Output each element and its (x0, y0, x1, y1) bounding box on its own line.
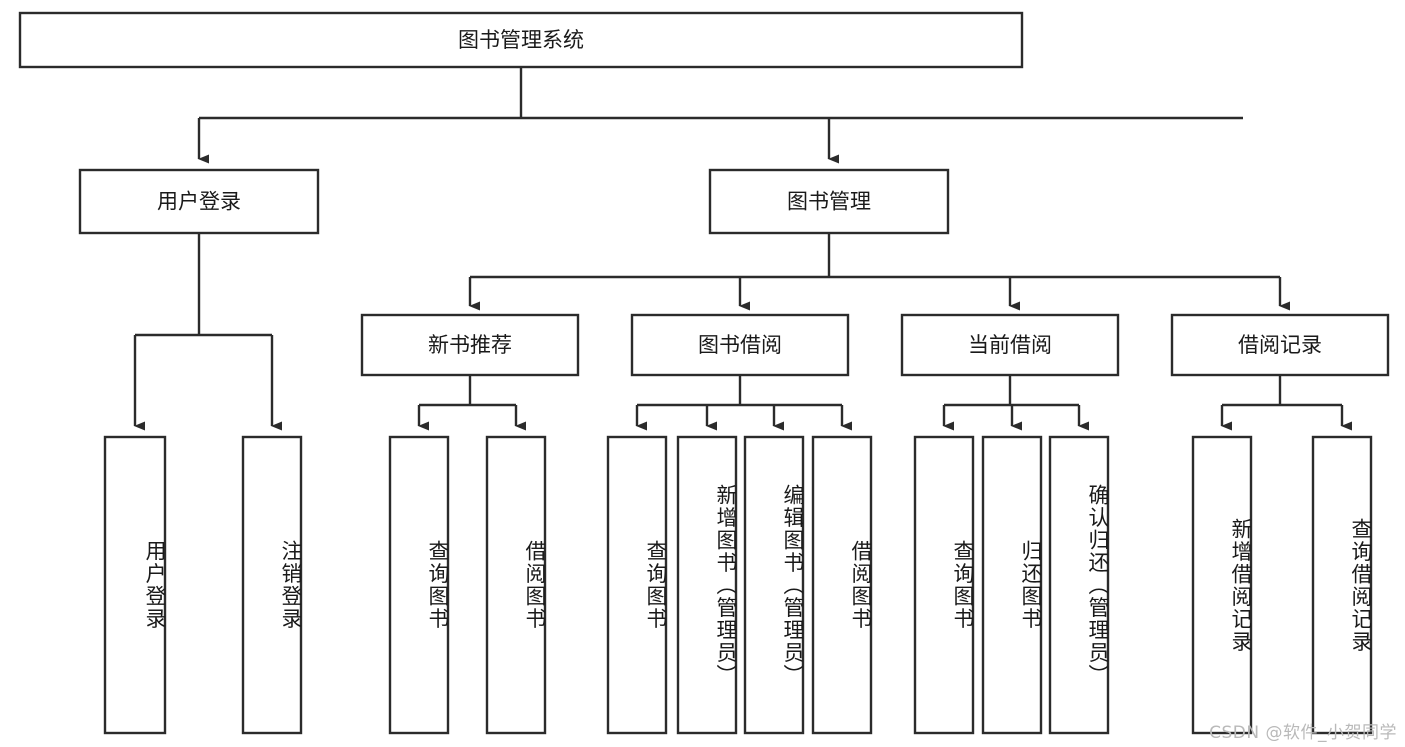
connector-root-to-level2 (197, 67, 1243, 164)
level3-node-label: 新书推荐 (428, 333, 512, 357)
leaf-node-box[interactable] (485, 435, 547, 735)
leaf-node-box[interactable] (743, 435, 805, 735)
level2-node-box[interactable] (708, 168, 950, 235)
leaf-node-box[interactable] (676, 435, 738, 735)
root-node-box[interactable] (18, 11, 1024, 69)
leaf-node-box[interactable] (913, 435, 975, 735)
connector-userlogin-to-leaves (133, 233, 282, 431)
leaf-node-box[interactable] (241, 435, 303, 735)
level3-node-label: 图书借阅 (698, 333, 782, 357)
connector-bookmgmt-to-level3 (468, 233, 1290, 311)
level3-node-box[interactable] (360, 313, 580, 377)
root-node-label: 图书管理系统 (458, 28, 584, 52)
level3-node-box[interactable] (630, 313, 850, 377)
level3-node-box[interactable] (900, 313, 1120, 377)
leaf-node-box[interactable] (388, 435, 450, 735)
leaf-node-box[interactable] (981, 435, 1043, 735)
csdn-watermark: CSDN @软件_小贺同学 (1209, 723, 1397, 743)
connector-current-to-leaves (942, 375, 1089, 431)
level2-node-label: 用户登录 (157, 190, 241, 214)
leaf-node-box[interactable] (1048, 435, 1110, 735)
connector-borrow-to-leaves (635, 375, 852, 431)
leaf-node-box[interactable] (606, 435, 668, 735)
leaf-node-box[interactable] (1311, 435, 1373, 735)
connector-record-to-leaves (1220, 375, 1352, 431)
level3-node-box[interactable] (1170, 313, 1390, 377)
leaf-node-box[interactable] (1191, 435, 1253, 735)
level2-node-box[interactable] (78, 168, 320, 235)
level3-node-label: 借阅记录 (1238, 333, 1322, 357)
level2-node-label: 图书管理 (787, 190, 871, 214)
level3-node-label: 当前借阅 (968, 333, 1052, 357)
leaf-node-box[interactable] (103, 435, 167, 735)
connector-newbook-to-leaves (417, 375, 526, 431)
leaf-node-box[interactable] (811, 435, 873, 735)
